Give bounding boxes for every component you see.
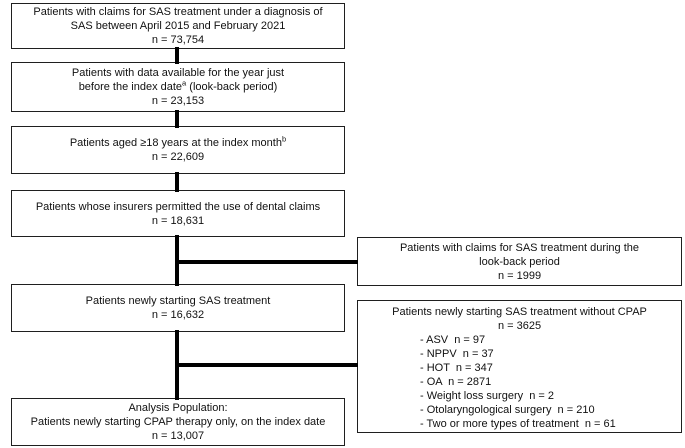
connector-line-vertical	[175, 172, 179, 192]
exclusion-item: - Otolaryngological surgery n = 210	[420, 404, 595, 416]
connector-line-vertical	[175, 47, 179, 64]
exclusion-item-list: - ASV n = 97 - NPPV n = 37 - HOT n = 347…	[362, 333, 677, 431]
exclusion-item: - NPPV n = 37	[420, 348, 494, 360]
flow-box-count: n = 18,631	[151, 214, 205, 227]
flow-box-text-line: before the index datea (look-back period…	[78, 78, 278, 93]
connector-line-vertical	[175, 110, 179, 128]
flow-box-text-line: Patients aged ≥18 years at the index mon…	[69, 134, 287, 149]
flow-box-dental-claims: Patients whose insurers permitted the us…	[11, 190, 345, 237]
flow-box-count: n = 16,632	[151, 309, 205, 321]
flow-box-text-line: Analysis Population:	[128, 402, 228, 414]
footnote-marker-a: a	[182, 78, 187, 88]
flow-box-count: n = 1999	[497, 269, 542, 282]
flow-box-count: n = 23,153	[151, 95, 205, 107]
flow-box-text-line: Patients newly starting CPAP therapy onl…	[30, 416, 326, 428]
flow-box-count: n = 3625	[497, 320, 542, 332]
flow-box-count: n = 13,007	[151, 430, 205, 442]
connector-line-to-exclusion-1	[177, 260, 358, 264]
flow-box-text-line: Patients with claims for SAS treatment u…	[33, 6, 323, 18]
flow-box-text-line: look-back period	[479, 255, 560, 268]
flow-box-text-line: Patients newly starting SAS treatment	[85, 295, 271, 307]
connector-line-to-exclusion-2	[177, 363, 358, 367]
exclusion-box-without-cpap: Patients newly starting SAS treatment wi…	[357, 300, 682, 433]
flow-box-count: n = 22,609	[151, 151, 205, 163]
exclusion-item: - HOT n = 347	[420, 362, 493, 374]
flow-box-text-line: Patients with data available for the yea…	[71, 67, 285, 79]
flow-box-new-sas-treatment: Patients newly starting SAS treatment n …	[11, 284, 345, 332]
exclusion-item: - Weight loss surgery n = 2	[420, 390, 554, 402]
flow-box-count: n = 73,754	[151, 34, 205, 46]
exclusion-item: - Two or more types of treatment n = 61	[420, 418, 616, 430]
flow-box-claims-diagnosis: Patients with claims for SAS treatment u…	[11, 3, 345, 49]
footnote-marker-b: b	[281, 134, 287, 144]
flow-box-text-line: SAS between April 2015 and February 2021	[70, 20, 286, 32]
flow-box-analysis-population: Analysis Population: Patients newly star…	[11, 398, 345, 446]
flow-box-text-line: Patients with claims for SAS treatment d…	[399, 241, 640, 254]
flow-box-lookback-data: Patients with data available for the yea…	[11, 62, 345, 112]
exclusion-item: - ASV n = 97	[420, 334, 486, 346]
flow-box-text-line: Patients whose insurers permitted the us…	[35, 200, 321, 213]
flow-box-text-line: Patients newly starting SAS treatment wi…	[392, 306, 647, 318]
exclusion-box-lookback-claims: Patients with claims for SAS treatment d…	[357, 237, 682, 286]
flow-box-age-criteria: Patients aged ≥18 years at the index mon…	[11, 126, 345, 174]
exclusion-item: - OA n = 2871	[420, 376, 492, 388]
